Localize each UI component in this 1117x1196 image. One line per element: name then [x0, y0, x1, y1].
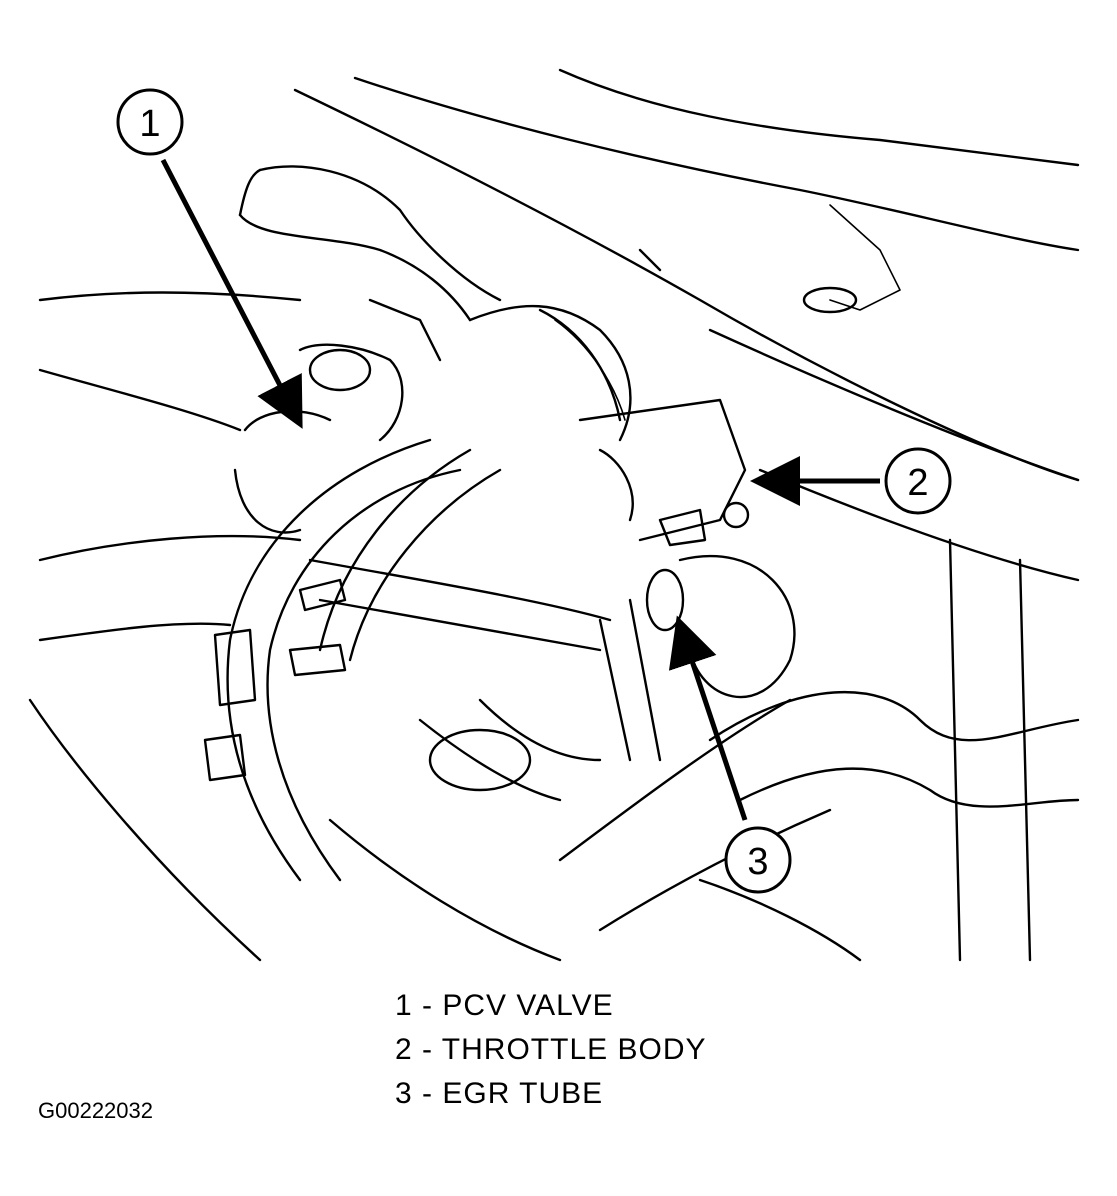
throttle-body — [468, 248, 750, 547]
callout-number: 3 — [747, 841, 768, 883]
callout-arrow-3 — [668, 615, 748, 821]
radiator-hose — [418, 538, 1080, 962]
callout-number: 2 — [907, 462, 928, 504]
engine-bay-left — [28, 291, 302, 962]
callout-1: 1 — [116, 88, 184, 156]
callout-3: 3 — [724, 826, 792, 894]
callout-2: 2 — [884, 447, 952, 515]
figure-id: G00222032 — [38, 1098, 153, 1123]
callout-arrow-1 — [160, 158, 303, 429]
pcv-valve — [233, 298, 442, 534]
legend: 1 - PCV VALVE 2 - THROTTLE BODY 3 - EGR … — [395, 984, 707, 1116]
legend-item: 2 - THROTTLE BODY — [395, 1033, 707, 1066]
hood-panel — [293, 68, 1080, 582]
egr-tube — [308, 554, 796, 762]
vacuum-hoses — [203, 438, 502, 882]
callout-number: 1 — [139, 103, 160, 145]
legend-item: 3 - EGR TUBE — [395, 1077, 604, 1110]
engine-lower — [328, 698, 862, 962]
legend-item: 1 - PCV VALVE — [395, 989, 614, 1022]
air-duct — [238, 165, 502, 322]
